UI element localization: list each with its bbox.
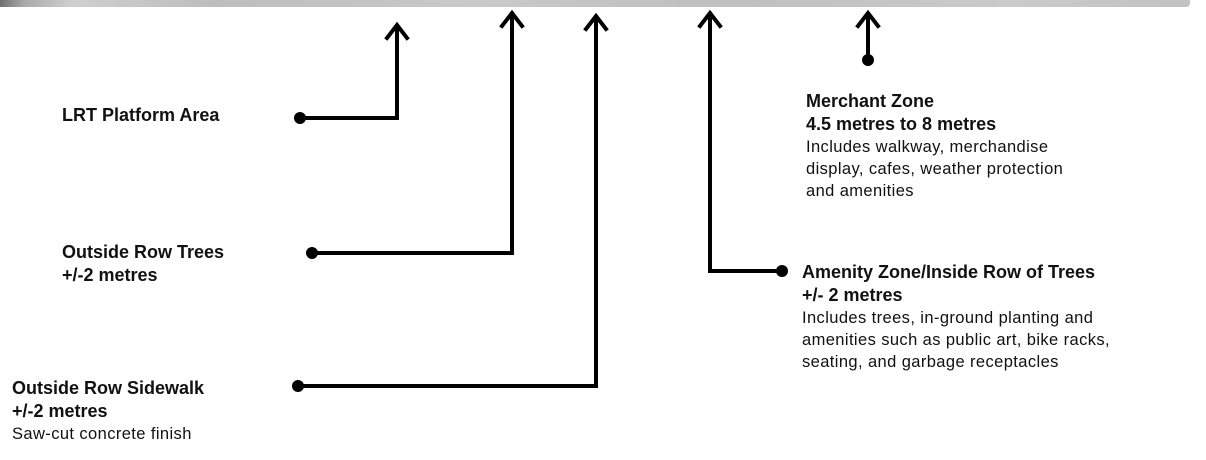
merchant-zone-label: Merchant Zone 4.5 metres to 8 metres Inc… — [806, 90, 1063, 202]
outside-trees-size: +/-2 metres — [62, 264, 224, 287]
merchant-zone-title: Merchant Zone — [806, 90, 1063, 113]
outside-sidewalk-size: +/-2 metres — [12, 400, 204, 423]
outside-sidewalk-title: Outside Row Sidewalk — [12, 377, 204, 400]
outside-trees-connector — [306, 13, 522, 259]
lrt-platform-title: LRT Platform Area — [62, 104, 219, 127]
amenity-zone-description-line: Includes trees, in-ground planting and — [802, 307, 1110, 329]
merchant-zone-description-line: Includes walkway, merchandise — [806, 136, 1063, 158]
lrt-platform-label: LRT Platform Area — [62, 104, 219, 127]
lrt-platform-connector — [294, 25, 407, 124]
amenity-zone-connector — [700, 13, 788, 277]
outside-sidewalk-connector — [292, 16, 606, 392]
merchant-zone-connector — [858, 13, 878, 66]
outside-trees-title: Outside Row Trees — [62, 241, 224, 264]
amenity-zone-label: Amenity Zone/Inside Row of Trees +/- 2 m… — [802, 261, 1110, 373]
amenity-zone-description-line: seating, and garbage receptacles — [802, 351, 1110, 373]
merchant-zone-description-line: and amenities — [806, 180, 1063, 202]
outside-sidewalk-label: Outside Row Sidewalk +/-2 metres Saw-cut… — [12, 377, 204, 445]
outside-sidewalk-description: Saw-cut concrete finish — [12, 423, 204, 445]
merchant-zone-size: 4.5 metres to 8 metres — [806, 113, 1063, 136]
amenity-zone-description-line: amenities such as public art, bike racks… — [802, 329, 1110, 351]
merchant-zone-description-line: display, cafes, weather protection — [806, 158, 1063, 180]
outside-trees-label: Outside Row Trees +/-2 metres — [62, 241, 224, 287]
amenity-zone-size: +/- 2 metres — [802, 284, 1110, 307]
amenity-zone-title: Amenity Zone/Inside Row of Trees — [802, 261, 1110, 284]
